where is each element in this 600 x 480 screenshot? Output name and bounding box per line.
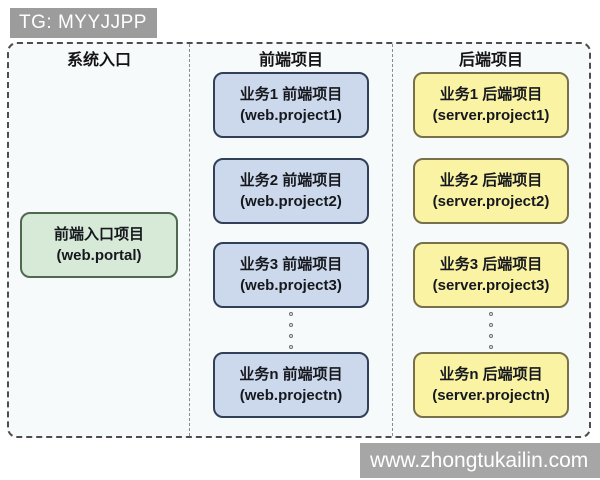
ellipsis-dot <box>489 311 493 316</box>
node-web-portal: 前端入口项目 (web.portal) <box>20 212 178 278</box>
node-web-project2: 业务2 前端项目 (web.project2) <box>213 158 369 224</box>
ellipsis-dot <box>289 322 293 327</box>
ellipsis-dot <box>489 333 493 338</box>
node-server-projectn: 业务n 后端项目 (server.projectn) <box>413 352 569 418</box>
vertical-ellipsis <box>393 308 589 352</box>
node-title: 业务2 后端项目 <box>439 172 543 189</box>
node-server-project2: 业务2 后端项目 (server.project2) <box>413 158 569 224</box>
node-server-project1: 业务1 后端项目 (server.project1) <box>413 72 569 138</box>
node-web-project1: 业务1 前端项目 (web.project1) <box>213 72 369 138</box>
node-title: 业务3 前端项目 <box>239 256 343 273</box>
node-web-project3: 业务3 前端项目 (web.project3) <box>213 242 369 308</box>
ellipsis-dot <box>489 344 493 349</box>
site-watermark-badge: www.zhongtukailin.com <box>360 443 600 478</box>
vertical-ellipsis <box>190 308 392 352</box>
ellipsis-dot <box>289 311 293 316</box>
column-frontend-projects: 前端项目 业务1 前端项目 (web.project1) 业务2 前端项目 (w… <box>189 44 393 436</box>
node-subtitle: (web.project3) <box>240 277 342 294</box>
ellipsis-dot <box>289 344 293 349</box>
ellipsis-dot <box>289 333 293 338</box>
node-title: 业务3 后端项目 <box>439 256 543 273</box>
ellipsis-dot <box>489 322 493 327</box>
node-web-projectn: 业务n 前端项目 (web.projectn) <box>213 352 369 418</box>
node-subtitle: (web.projectn) <box>239 387 343 404</box>
node-title: 业务1 前端项目 <box>239 86 343 103</box>
node-title: 业务2 前端项目 <box>239 172 343 189</box>
node-title: 业务1 后端项目 <box>439 86 543 103</box>
node-title: 业务n 后端项目 <box>439 366 543 383</box>
node-subtitle: (server.projectn) <box>432 387 550 404</box>
column-header-frontend: 前端项目 <box>258 52 323 69</box>
node-subtitle: (server.project1) <box>432 107 550 124</box>
node-subtitle: (web.portal) <box>56 247 142 264</box>
telegram-watermark-badge: TG: MYYJJPP <box>10 8 157 38</box>
column-backend-projects: 后端项目 业务1 后端项目 (server.project1) 业务2 后端项目… <box>393 44 589 436</box>
column-header-backend: 后端项目 <box>458 52 523 69</box>
node-subtitle: (server.project3) <box>432 277 550 294</box>
column-system-entry: 系统入口 前端入口项目 (web.portal) <box>9 44 189 436</box>
node-subtitle: (web.project2) <box>240 193 342 210</box>
node-subtitle: (web.project1) <box>240 107 342 124</box>
node-subtitle: (server.project2) <box>432 193 550 210</box>
architecture-diagram-panel: 系统入口 前端入口项目 (web.portal) 前端项目 业务1 前端项目 (… <box>7 42 591 438</box>
node-title: 前端入口项目 <box>53 226 144 243</box>
column-header-system-entry: 系统入口 <box>66 52 131 69</box>
node-server-project3: 业务3 后端项目 (server.project3) <box>413 242 569 308</box>
node-title: 业务n 前端项目 <box>239 366 343 383</box>
